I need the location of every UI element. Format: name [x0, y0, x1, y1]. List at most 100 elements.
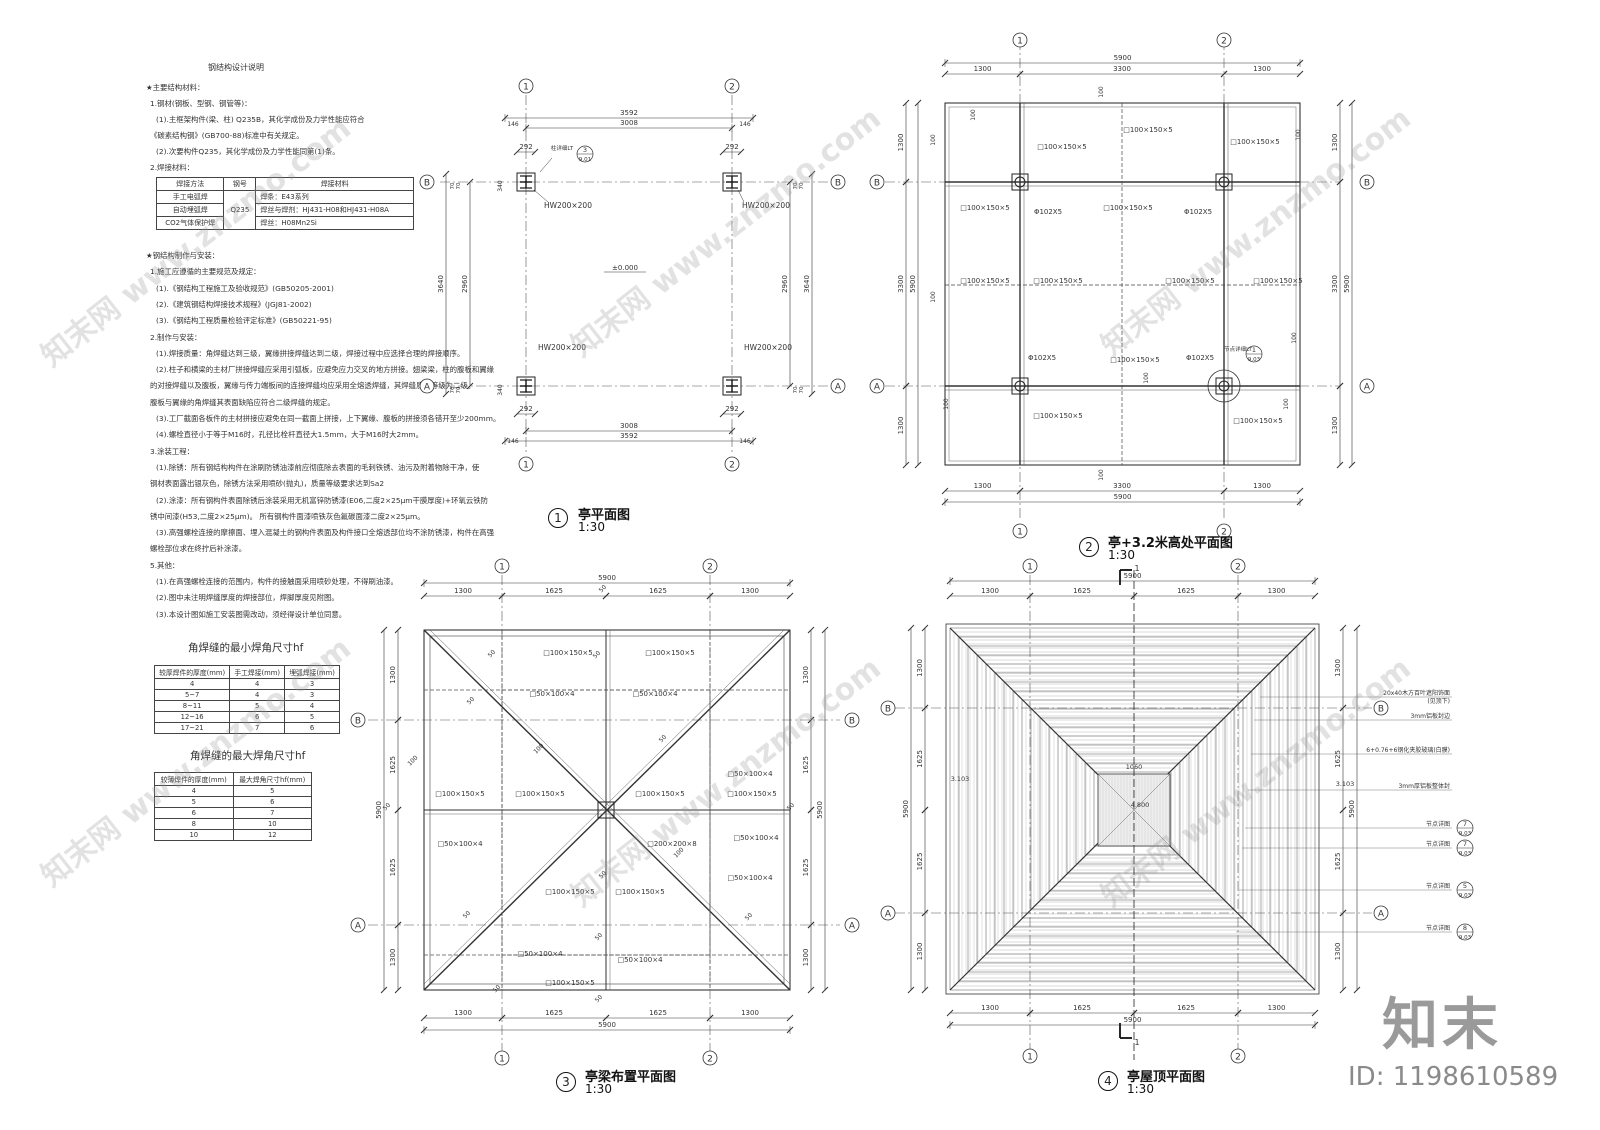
line-work [907, 986, 915, 994]
drawing-label: 146 [739, 121, 751, 128]
line-work [539, 157, 553, 173]
drawing-label: 1 [499, 1055, 505, 1065]
notes-line: 的对接焊缝以及腹板，翼缘与传力端板间的连接焊缝均应采用全熔透焊缝，其焊缝质量等级… [150, 381, 476, 391]
drawing-label: 2 [1221, 528, 1227, 538]
line-work [941, 487, 949, 495]
line-work [1130, 592, 1138, 600]
drawing-label: 1300 [454, 587, 472, 595]
drawing-label: 节点详图 [1426, 924, 1450, 932]
material-cell: CO2气体保护焊 [155, 216, 225, 230]
notes-line: (4).螺栓直径小于等于M16时，孔径比栓杆直径大1.5mm，大于M16时大2m… [156, 430, 424, 440]
drawing-title-4: 亭屋顶平面图 [1127, 1070, 1206, 1085]
drawing-label: 50 [462, 910, 472, 920]
drawing-label: 340 [497, 384, 504, 396]
drawing-label: 340 [497, 180, 504, 192]
drawing-label: 1300 [897, 134, 905, 152]
drawing-title-3: 亭梁布置平面图 [585, 1070, 677, 1085]
drawing-label: □50×100×4 [727, 770, 773, 778]
outline-rect [516, 376, 536, 396]
axis-bubble [1359, 378, 1375, 394]
line-work [1353, 986, 1361, 994]
outline-rect [722, 376, 742, 396]
drawing-label: 1625 [389, 756, 397, 774]
notes-line: (2).《建筑钢结构焊接技术规程》(JGJ81-2002) [156, 299, 312, 309]
axis-bubble [1359, 174, 1375, 190]
drawing-label: 节点详图 [1426, 840, 1450, 848]
outline-rect [1215, 173, 1233, 191]
drawing-label: 8 [1463, 924, 1467, 932]
drawing-label: 1625 [1073, 1004, 1091, 1012]
line-work [786, 382, 794, 390]
drawing-label: 3mm铝板封边 [1410, 712, 1450, 720]
axis-bubble [702, 558, 718, 574]
drawing-label: □100×150×5 [615, 888, 665, 896]
notes-line: 2.制作与安装： [150, 332, 202, 342]
drawing-label: 100 [1283, 398, 1290, 410]
drawing-label: 3008 [620, 422, 638, 430]
drawing-label: 节点详细LT [1224, 345, 1252, 353]
line-work [513, 410, 521, 418]
drawing-label: 1625 [1177, 1004, 1195, 1012]
drawing-label: B [1364, 179, 1370, 189]
drawing-label: 50 [594, 932, 604, 942]
outline-rect [976, 654, 1289, 964]
drawing-number-3: 3 [556, 1072, 576, 1092]
drawing-label: 1300 [454, 1009, 472, 1017]
drawing-label: 7 [1463, 840, 1467, 848]
line-work [394, 716, 402, 724]
drawing-label: 1300 [1334, 943, 1342, 961]
drawing-label: HW200×200 [538, 343, 586, 352]
drawing-label: 100 [1098, 469, 1105, 481]
axis-bubble [830, 378, 846, 394]
drawing-label: 1300 [389, 666, 397, 684]
drawing-label: □50×100×4 [517, 950, 563, 958]
line-work [394, 921, 402, 929]
pipe-column [1014, 176, 1026, 188]
drawing-label: B [1378, 705, 1384, 715]
outline-rect [1039, 717, 1226, 901]
axis-bubble [844, 712, 860, 728]
drawing-label: 5900 [375, 801, 383, 819]
line-work [706, 592, 714, 600]
drawing-label: □100×150×5 [1165, 277, 1215, 285]
drawing-label: 100 [406, 754, 419, 767]
material-cell: 焊丝：H08Mn2Si [255, 216, 414, 230]
drawing-label: 3300 [897, 275, 905, 293]
drawing-label: □100×150×5 [645, 649, 695, 657]
line-work [737, 148, 745, 156]
line-work [1097, 773, 1171, 847]
line-work [420, 592, 428, 600]
line-work [1353, 624, 1361, 632]
drawing-label: 146 [739, 438, 751, 445]
drawing-label: 2 [1235, 1053, 1241, 1063]
drawing-label: 70 [450, 182, 456, 189]
outline-rect [1011, 377, 1029, 395]
drawing-label: B [874, 179, 880, 189]
drawing-label: 9.03 [1459, 831, 1472, 837]
drawing-label: 1300 [1253, 482, 1271, 490]
outline-rect [597, 801, 615, 819]
drawing-label: HW200×200 [744, 343, 792, 352]
line-work [1016, 70, 1024, 78]
line-work [420, 1014, 428, 1022]
drawing-label: 3300 [1331, 275, 1339, 293]
drawing-label: 1 [1017, 37, 1023, 47]
line-work [1336, 99, 1344, 107]
drawing-label: 1300 [802, 949, 810, 967]
detail-circle [1207, 369, 1241, 403]
drawing-label: □50×100×4 [727, 874, 773, 882]
line-work [533, 189, 549, 203]
axis-bubble [419, 174, 435, 190]
outline-rect [1011, 173, 1029, 191]
outline-rect [1215, 377, 1233, 395]
drawing-label: Φ102X5 [1184, 208, 1212, 216]
notes-line: (3).工厂截面各板件的主材拼接应避免在同一截面上拼接，上下翼缘、腹板的拼接须各… [156, 414, 501, 423]
drawing-label: □50×100×4 [617, 956, 663, 964]
drawing-label: 50 [592, 650, 602, 660]
drawing-label: 292 [519, 405, 532, 413]
